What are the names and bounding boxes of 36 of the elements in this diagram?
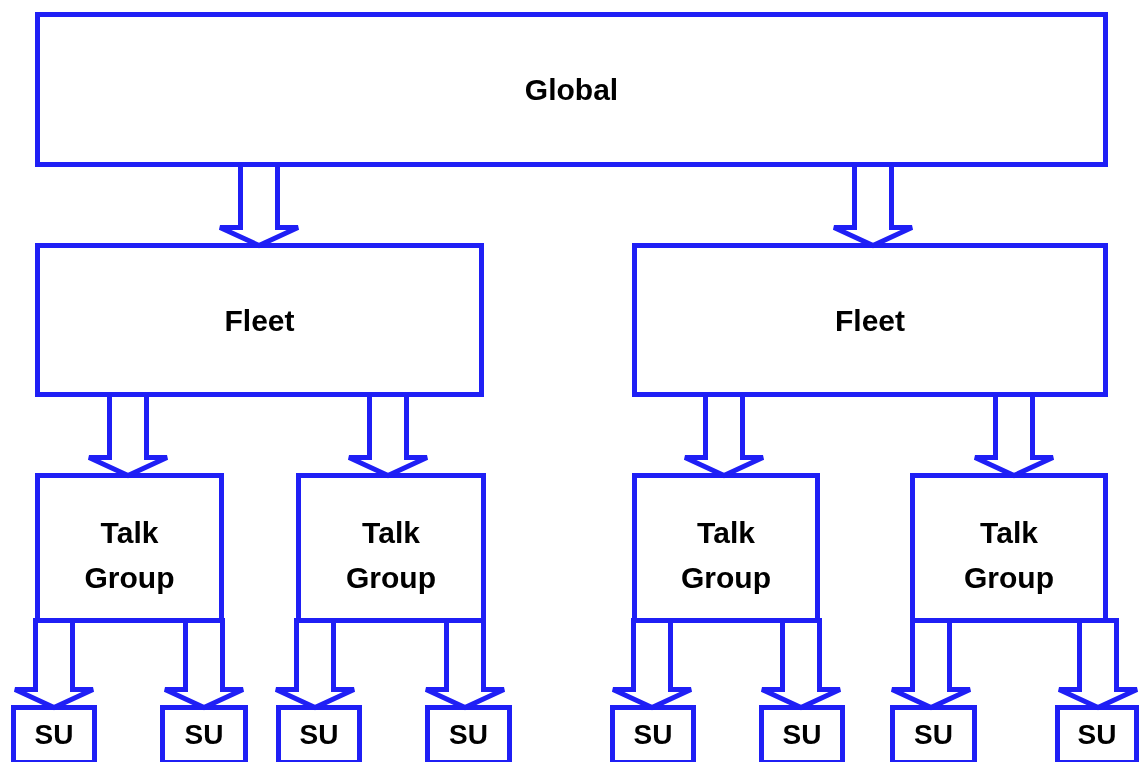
hierarchy-box [160,705,248,762]
hierarchy-box [35,473,224,623]
block-arrow [12,618,96,711]
hierarchy-box [35,243,484,397]
box-label: SU [914,718,953,752]
box-label: SU [449,718,488,752]
hierarchy-box [35,12,1108,167]
box-label: Talk Group [83,515,176,596]
box-label: Talk Group [345,515,437,596]
hierarchy-box [11,705,97,762]
box-label: SU [1077,718,1117,752]
hierarchy-box [276,705,362,762]
box-label: SU [34,718,74,752]
box-label: SU [184,718,224,752]
box-label: Talk Group [963,515,1055,596]
block-arrow [610,618,694,711]
hierarchy-box [632,243,1108,397]
hierarchy-box [632,473,820,623]
box-label: Fleet [224,302,295,339]
block-arrow [273,618,357,711]
box-label: Talk Group [680,515,772,596]
hierarchy-box [1055,705,1139,762]
box-label: Global [524,72,619,108]
hierarchy-box [910,473,1108,623]
box-label: SU [633,718,673,752]
box-label: SU [299,718,339,752]
box-label: Fleet [835,302,905,339]
box-label: SU [782,718,822,752]
hierarchy-box [425,705,512,762]
block-arrow [1056,618,1140,711]
hierarchy-box [759,705,845,762]
block-arrow [162,618,246,711]
hierarchy-box [610,705,696,762]
hierarchy-box [296,473,486,623]
hierarchy-box [890,705,977,762]
block-arrow [759,618,843,711]
